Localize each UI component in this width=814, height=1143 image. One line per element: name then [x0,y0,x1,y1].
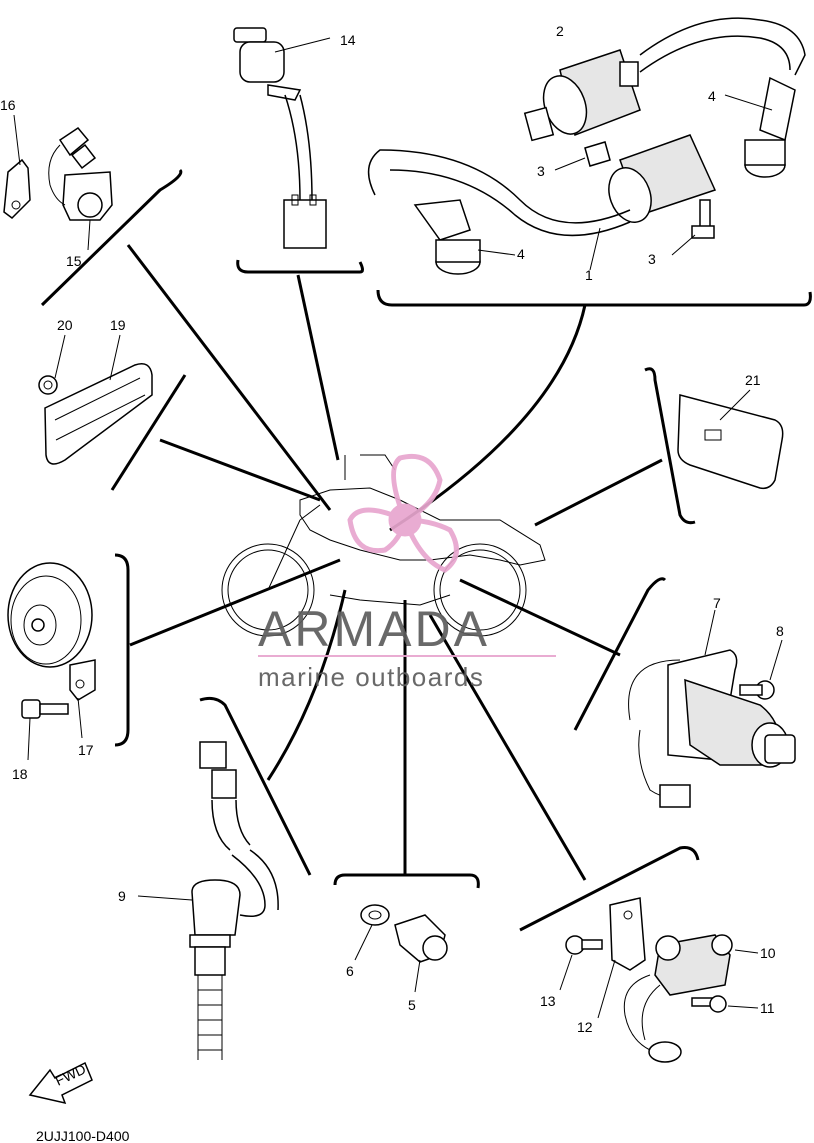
callout-13: 13 [540,993,556,1009]
part-7-relay [628,609,796,808]
leader-lines [126,244,663,881]
callout-1: 1 [585,267,593,283]
callout-21: 21 [745,372,761,388]
part-5-switch [394,914,448,993]
bracket-group-19-20 [110,374,187,491]
callout-15: 15 [66,253,82,269]
callout-12: 12 [577,1019,593,1035]
callout-17: 17 [78,742,94,758]
callout-11: 11 [760,1000,775,1016]
part-12-bracket [597,897,646,1019]
part-1-ignition-coil [367,134,717,271]
part-11-screw [691,995,759,1013]
callout-6: 6 [346,963,354,979]
part-2-ignition-coil [523,17,806,142]
bracket-group-horn [114,553,130,747]
part-18-bolt [21,699,69,761]
callout-20: 20 [57,317,73,333]
bracket-group-21 [644,367,696,525]
bracket-group-5-6 [333,873,480,889]
callout-labels: 1 2 3 3 4 4 5 6 7 8 9 10 11 12 13 14 15 … [0,23,784,1035]
part-9-sensor [137,741,279,1060]
bracket-group-ignition [376,289,812,307]
callout-4a: 4 [708,88,716,104]
bracket-group-9 [199,696,312,876]
callout-8: 8 [776,623,784,639]
callout-3a: 3 [537,163,545,179]
callout-16: 16 [0,97,16,113]
part-3-bolts [554,141,715,256]
bracket-group-15-16 [40,168,183,307]
callout-18: 18 [12,766,28,782]
watermark: ARMADA marine outboards [258,453,556,692]
part-8-screw [739,639,783,700]
part-14-sensor [233,27,331,249]
bracket-group-10-13 [519,846,700,932]
callout-7: 7 [713,595,721,611]
part-20-nut [38,334,66,395]
callout-14: 14 [340,32,356,48]
part-19-reflector [44,334,153,465]
part-15-relay [48,127,113,251]
part-21-reflector [677,389,784,490]
propeller-logo-icon [347,453,459,573]
part-17-horn [7,562,96,739]
bracket-group-7-8 [573,577,667,731]
part-16-clip [3,114,31,219]
callout-9: 9 [118,888,126,904]
callout-2: 2 [556,23,564,39]
fwd-arrow-icon: FWD [28,1061,93,1105]
bracket-group-14 [236,259,364,274]
part-13-bolt [559,935,603,991]
part-10-switch [623,934,759,1063]
callout-5: 5 [408,997,416,1013]
part-4-plug-cap-right [724,76,796,178]
group-brackets [40,168,812,932]
watermark-tagline: marine outboards [258,662,484,692]
watermark-brand: ARMADA [258,601,490,657]
callout-3b: 3 [648,251,656,267]
callout-10: 10 [760,945,776,961]
part-4-plug-cap-left [413,199,516,275]
callout-19: 19 [110,317,126,333]
drawing-code: 2UJJ100-D400 [36,1128,130,1143]
callout-4b: 4 [517,246,525,262]
part-6-washer [354,904,390,961]
